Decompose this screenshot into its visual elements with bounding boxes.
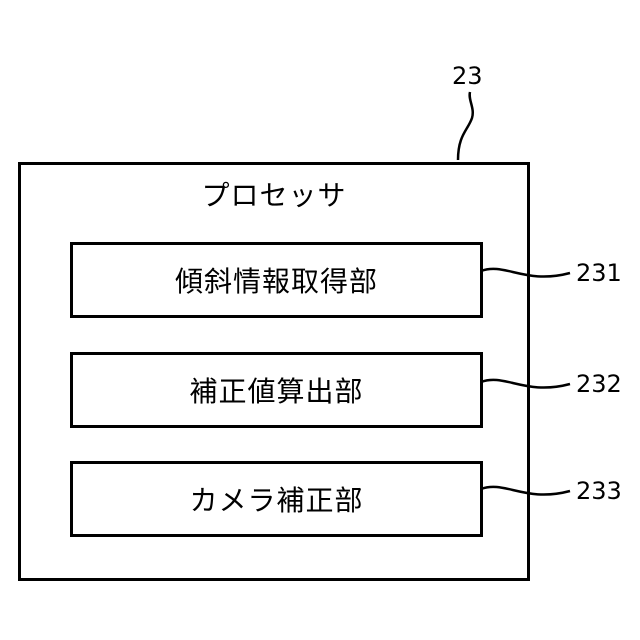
block-233-ref-label: 233 — [576, 477, 622, 505]
processor-box: プロセッサ 傾斜情報取得部 補正値算出部 カメラ補正部 — [18, 162, 530, 581]
processor-leader-line — [458, 92, 473, 160]
block-label: カメラ補正部 — [189, 479, 363, 519]
block-232-ref-label: 232 — [576, 370, 622, 398]
correction-value-calculation-block: 補正値算出部 — [70, 352, 483, 428]
camera-correction-block: カメラ補正部 — [70, 461, 483, 537]
block-label: 補正値算出部 — [189, 370, 363, 410]
processor-ref-label: 23 — [452, 62, 483, 90]
block-231-ref-label: 231 — [576, 259, 622, 287]
processor-title: プロセッサ — [21, 179, 527, 213]
tilt-info-acquisition-block: 傾斜情報取得部 — [70, 242, 483, 318]
block-label: 傾斜情報取得部 — [175, 260, 378, 300]
